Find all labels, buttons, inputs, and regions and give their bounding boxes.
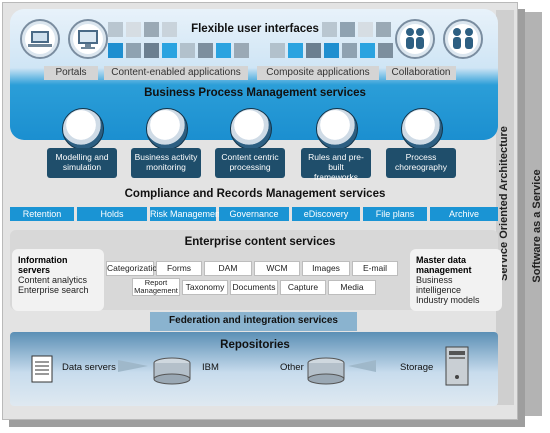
- repo-other: Other: [280, 362, 304, 373]
- bpm-item-line2: frameworks: [314, 172, 358, 182]
- bpm-item-line2: processing: [229, 162, 271, 172]
- arrow-left-icon: [348, 360, 376, 372]
- bpm-item-activity-monitoring: Business activity monitoring: [131, 148, 201, 178]
- repo-ibm: IBM: [202, 362, 219, 373]
- bpm-item-line2: choreography: [395, 162, 447, 172]
- monitor-icon: [68, 19, 108, 59]
- process-grid-icon: [401, 108, 443, 150]
- repositories-title: Repositories: [220, 339, 290, 351]
- master-data-heading: Master data: [416, 255, 467, 265]
- repo-storage: Storage: [400, 362, 434, 373]
- bpm-item-line1: Rules and pre-built: [308, 152, 364, 172]
- ecs-images: Images: [302, 261, 350, 276]
- ecs-documents: Documents: [230, 280, 278, 295]
- master-data-line1: Business intelligence: [416, 275, 462, 295]
- compliance-title: Compliance and Records Management servic…: [124, 188, 386, 200]
- gauge-icon: [146, 108, 188, 150]
- compliance-ediscovery: eDiscovery: [292, 207, 360, 221]
- ecs-taxonomy: Taxonomy: [182, 280, 228, 295]
- compliance-file-plans: File plans: [363, 207, 427, 221]
- ecs-wcm: WCM: [254, 261, 300, 276]
- federation-bar: [150, 312, 357, 331]
- chip-collaboration: Collaboration: [386, 66, 456, 80]
- database-icon: [307, 357, 345, 385]
- flexible-ui-title: Flexible user interfaces: [191, 23, 319, 35]
- bpm-item-content-processing: Content centric processing: [215, 148, 285, 178]
- repo-data-servers: Data servers: [62, 362, 116, 373]
- compliance-risk-management: Risk Management: [150, 207, 223, 221]
- arrow-right-icon: [118, 360, 148, 372]
- documents-icon: [316, 108, 358, 150]
- master-data-box: Master data management Business intellig…: [410, 249, 502, 311]
- saas-label: Software as a Service: [531, 169, 543, 283]
- information-servers-heading2: servers: [18, 265, 51, 275]
- content-stack-icon: [230, 108, 272, 150]
- bpm-item-process-choreography: Process choreography: [386, 148, 456, 178]
- chip-content-enabled-applications: Content-enabled applications: [104, 66, 248, 80]
- enterprise-content-title: Enterprise content services: [184, 236, 336, 248]
- repositories-panel: [10, 332, 498, 406]
- ecs-capture: Capture: [280, 280, 326, 295]
- chip-composite-applications: Composite applications: [257, 66, 379, 80]
- information-servers-box: Information servers Content analytics En…: [12, 249, 104, 311]
- document-icon: [31, 355, 53, 383]
- ecs-forms: Forms: [156, 261, 202, 276]
- laptop-icon: [20, 19, 60, 59]
- ecs-report-management: Report Management: [132, 278, 180, 296]
- flowchart-icon: [62, 108, 104, 150]
- bpm-item-line2: simulation: [62, 162, 102, 172]
- bpm-item-line1: Process: [405, 152, 437, 162]
- bpm-item-rules-frameworks: Rules and pre-built frameworks: [301, 148, 371, 182]
- compliance-retention: Retention: [10, 207, 74, 221]
- bpm-item-line2: monitoring: [146, 162, 186, 172]
- ecs-email: E-mail: [352, 261, 398, 276]
- information-servers-line1: Content analytics: [18, 275, 88, 285]
- compliance-governance: Governance: [219, 207, 289, 221]
- chip-portals: Portals: [44, 66, 98, 80]
- bpm-item-modelling: Modelling and simulation: [47, 148, 117, 178]
- server-tower-icon: [445, 346, 469, 386]
- master-data-heading2: management: [416, 265, 472, 275]
- bpm-item-line1: Modelling and: [55, 152, 109, 162]
- bpm-item-line1: Business activity: [134, 152, 198, 162]
- federation-title: Federation and integration services: [169, 315, 338, 326]
- saas-band: [518, 12, 542, 416]
- information-servers-heading: Information: [18, 255, 68, 265]
- master-data-line2: Industry models: [416, 295, 480, 305]
- information-servers-line2: Enterprise search: [18, 285, 89, 295]
- bpm-item-line1: Content centric: [221, 152, 279, 162]
- bpm-title: Business Process Management services: [144, 87, 366, 99]
- compliance-holds: Holds: [77, 207, 147, 221]
- database-icon: [153, 357, 191, 385]
- ecs-media: Media: [328, 280, 376, 295]
- compliance-archive: Archive: [430, 207, 498, 221]
- ecs-dam: DAM: [204, 261, 252, 276]
- people-icon: [395, 19, 435, 59]
- ecs-categorization: Categorization: [106, 261, 162, 276]
- team-icon: [443, 19, 483, 59]
